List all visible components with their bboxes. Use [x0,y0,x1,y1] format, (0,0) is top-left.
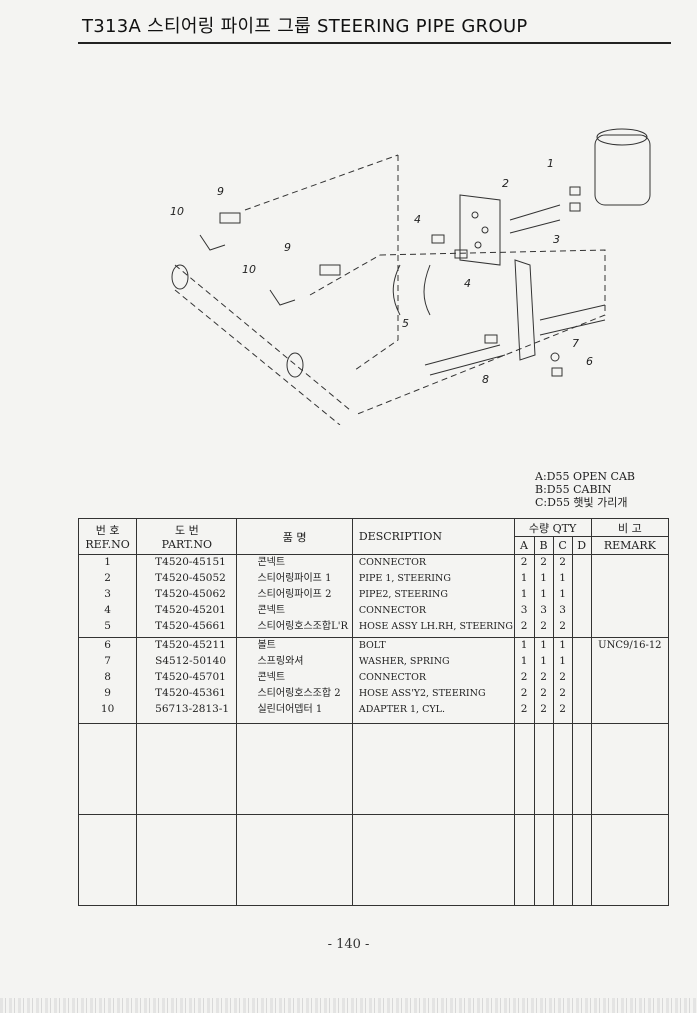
header-qty-c: C [552,536,573,555]
table-row-empty [77,723,670,815]
callout-2: 2 [502,177,509,190]
callout-9: 9 [217,185,224,198]
header-name: 품 명 [236,518,353,555]
callout-6: 6 [586,355,593,368]
parts-table: 번 호 REF.NO 도 번 PART.NO 품 명 DESCRIPTION 수… [77,518,670,906]
callout-8: 8 [482,373,489,386]
header-part: 도 번 PART.NO [136,518,238,555]
callout-9b: 9 [284,241,291,254]
header-qty-d: D [571,536,592,555]
variant-a: A:D55 OPEN CAB [535,470,635,483]
page-number: - 140 - [327,937,370,952]
callout-7: 7 [572,337,579,350]
remark-cell [590,554,670,638]
header-description: DESCRIPTION [351,518,515,555]
header-qty: 수량 QTY [513,518,592,537]
page-title: T313A 스티어링 파이프 그룹 STEERING PIPE GROUP [82,16,528,37]
callout-10b: 10 [242,263,256,276]
callout-10: 10 [170,205,184,218]
header-remark-ko: 비 고 [590,518,670,537]
callout-4: 4 [414,213,421,226]
header-qty-b: B [533,536,554,555]
scan-edge-noise [0,998,697,1013]
remark-cell: UNC9/16-12 [590,637,670,724]
exploded-parts-diagram: 1 2 3 4 4 5 6 7 8 9 9 10 10 [170,128,651,425]
callout-5: 5 [402,317,409,330]
callout-4b: 4 [464,277,471,290]
callout-3: 3 [553,233,560,246]
variant-b: B:D55 CABIN [535,483,612,496]
header-qty-a: A [513,536,535,555]
variant-c: C:D55 햇빛 가리개 [535,496,628,509]
header-remark-en: REMARK [590,536,670,555]
qty-d-cell [571,554,592,638]
callout-1: 1 [547,157,554,170]
title-rule [78,42,671,44]
table-row-empty [77,814,670,906]
variant-legend: A:D55 OPEN CAB B:D55 CABIN C:D55 햇빛 가리개 [535,470,635,509]
qty-d-cell [571,637,592,724]
header-ref: 번 호 REF.NO [77,518,138,555]
